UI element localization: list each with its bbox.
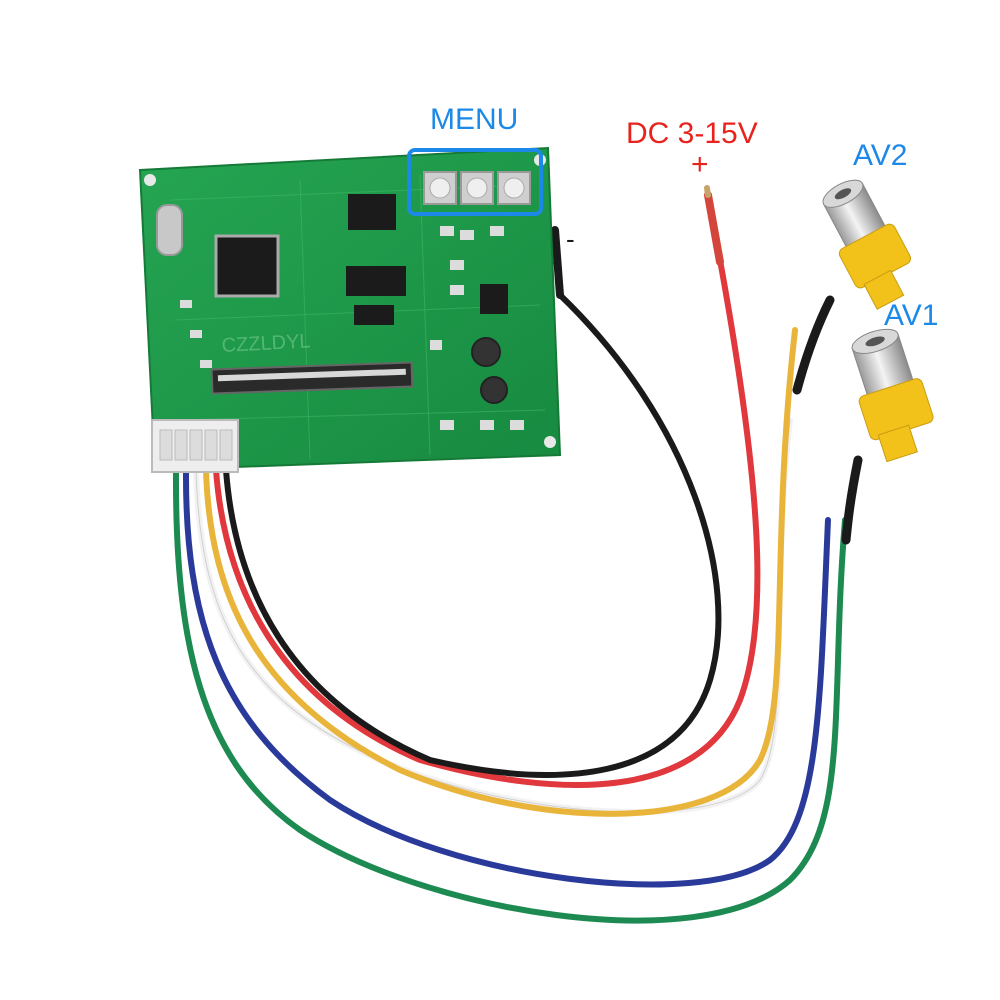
wire-black	[223, 292, 722, 778]
ic-chip	[354, 305, 394, 325]
av2-label: AV2	[853, 139, 908, 172]
wire-harness	[172, 185, 863, 924]
wire-yellow	[203, 327, 798, 817]
ic-chip	[348, 194, 396, 230]
board-marking: CZZLDYL	[221, 330, 311, 357]
wire-blue	[182, 467, 831, 888]
wire-black-lead	[551, 226, 564, 299]
ic-chip	[346, 266, 406, 296]
main-chip	[214, 234, 280, 298]
menu-buttons	[423, 171, 531, 205]
crystal-oscillator	[156, 204, 183, 256]
wire-red-lead	[704, 191, 724, 266]
dc-supply-label: DC 3-15V	[626, 117, 758, 150]
wire-connector	[151, 419, 239, 473]
wire-red	[213, 257, 761, 788]
wire-green	[172, 467, 848, 924]
menu-label: MENU	[430, 103, 519, 136]
av1-label: AV1	[884, 299, 939, 332]
rca-connector-icon	[822, 179, 934, 463]
inductor	[480, 376, 508, 404]
menu-highlight-box	[407, 148, 543, 216]
ic-chip	[480, 284, 508, 314]
negative-label: -	[566, 224, 575, 254]
positive-label: +	[691, 148, 709, 181]
inductor	[471, 337, 501, 367]
